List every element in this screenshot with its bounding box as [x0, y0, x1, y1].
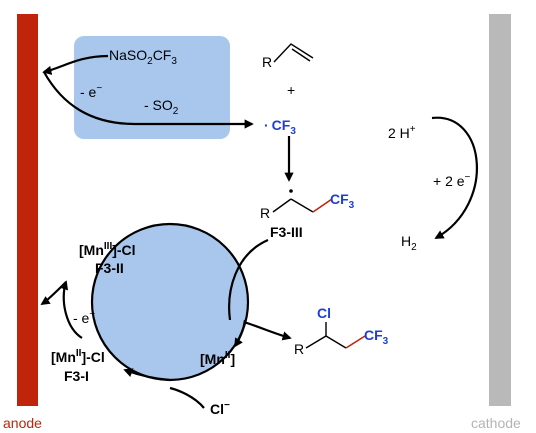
intermediate-bond-b — [290, 198, 314, 213]
intermediate-r: R — [260, 205, 270, 221]
arrow-intermediate-to-cycle — [228, 238, 269, 321]
product-cf3: CF3 — [364, 327, 389, 347]
arrow-to-anode-cycle — [40, 281, 67, 306]
arrow-to-radical — [43, 71, 254, 129]
alkene-r: R — [262, 54, 272, 70]
anode-electrode — [17, 14, 38, 406]
intermediate-label: F3-III — [270, 224, 303, 240]
electrons-gain: + 2 e− — [433, 172, 471, 189]
radical-dot — [289, 189, 293, 193]
intermediate-bond-red — [312, 198, 333, 213]
alkene-bonds — [273, 43, 314, 63]
product-bond-red — [345, 335, 366, 349]
mn3-label: F3-II — [95, 260, 124, 276]
product-r: R — [294, 341, 304, 357]
product-cl: Cl — [317, 305, 331, 321]
reagent-box — [74, 36, 230, 139]
protons: 2 H+ — [388, 124, 416, 141]
electron-loss-top: - e− — [80, 83, 102, 100]
anode-label: anode — [3, 415, 42, 431]
cathode-label: cathode — [471, 415, 521, 431]
arrow-to-anode-top — [42, 54, 109, 75]
intermediate-bond-a — [272, 198, 292, 213]
so2-loss: - SO2 — [144, 97, 179, 117]
electron-loss-cycle: - e− — [73, 309, 95, 326]
arrow-chloride — [169, 386, 205, 409]
mn2cl-label: F3-I — [64, 368, 89, 384]
cathode-electrode — [489, 14, 511, 406]
reagent-formula: NaSO2CF3 — [109, 47, 177, 67]
mn3-species: [MnIII]-Cl — [79, 241, 136, 258]
cycle-arrow-bottom — [123, 368, 171, 382]
plus-sign: + — [287, 82, 295, 98]
product-bond-b — [325, 335, 347, 349]
intermediate-cf3: CF3 — [330, 191, 355, 211]
hydrogen: H2 — [401, 233, 417, 253]
mn2-species: [MnII] — [200, 350, 235, 367]
arrow-anode-cycle — [59, 280, 83, 339]
mn2cl-species: [MnII]-Cl — [51, 348, 105, 365]
chloride: Cl− — [210, 400, 230, 417]
arrow-cathode — [431, 116, 479, 239]
product-bond-a — [305, 335, 327, 349]
cf3-radical: ·CF3 — [264, 117, 296, 137]
arrow-to-product — [243, 320, 292, 341]
